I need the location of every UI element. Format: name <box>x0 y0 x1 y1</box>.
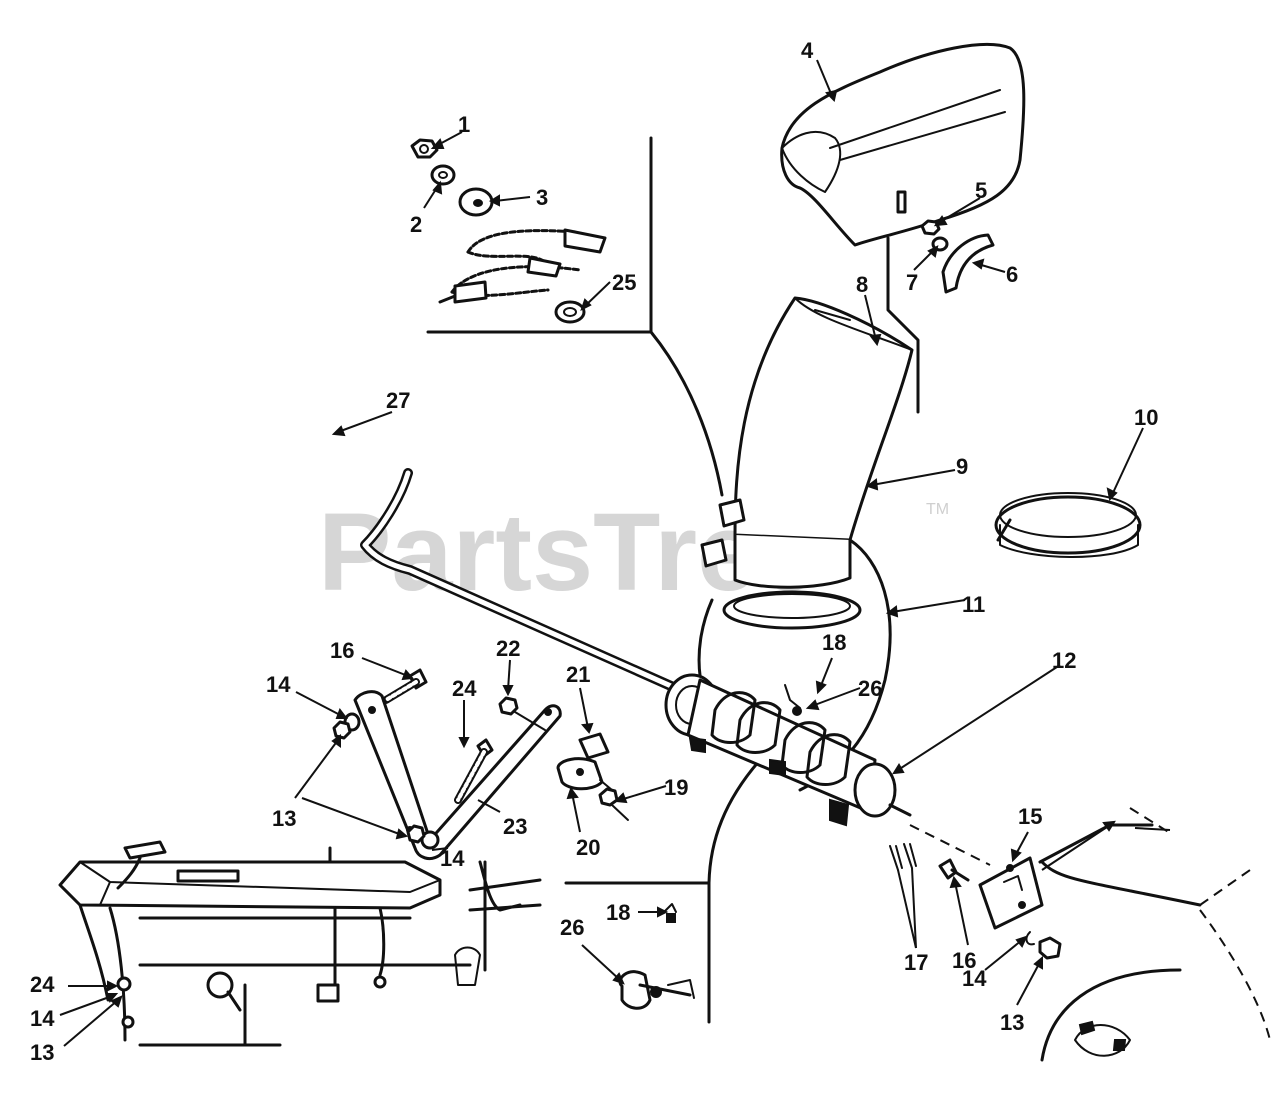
callout-16-right: 16 <box>952 948 976 973</box>
part-26-pin-lower <box>618 970 695 1010</box>
part-9-discharge-chute <box>722 296 914 630</box>
part-16-bolt-left <box>382 668 428 704</box>
part-4-deflector-hood <box>780 42 1026 247</box>
callout-2: 2 <box>410 212 422 237</box>
chain-assembly <box>438 228 607 304</box>
callout-25: 25 <box>612 270 636 295</box>
callout-13-right: 13 <box>1000 1010 1024 1035</box>
callout-17: 17 <box>904 950 928 975</box>
callout-18-upper: 18 <box>822 630 846 655</box>
callout-1: 1 <box>458 112 470 137</box>
callout-24-left: 24 <box>452 676 477 701</box>
part-13-nut-left-bottom <box>406 824 426 844</box>
inset-frame-top <box>426 136 724 497</box>
part-16-bolt-right <box>938 858 970 882</box>
callout-27: 27 <box>386 388 410 413</box>
part-20-block <box>556 757 613 791</box>
part-1-hex-nut <box>410 138 439 159</box>
callout-11: 11 <box>962 592 985 617</box>
callout-labels: 1 2 3 4 5 6 7 8 9 10 11 12 13 13 13 14 1… <box>30 38 1158 1065</box>
part-15-bracket-plate <box>978 856 1044 930</box>
callout-8: 8 <box>856 272 868 297</box>
watermark-tm: TM <box>926 501 949 518</box>
lower-left-machine <box>58 840 542 1047</box>
callout-23: 23 <box>503 814 527 839</box>
part-14-washer-right <box>1025 931 1035 946</box>
part-13-nut-left-top <box>332 720 352 740</box>
callout-6: 6 <box>1006 262 1018 287</box>
leader-lines <box>59 59 1171 1047</box>
callout-5: 5 <box>975 178 987 203</box>
part-2-lock-washer <box>430 164 456 186</box>
part-24-bolt-left <box>454 738 494 804</box>
callout-14-left-top: 14 <box>266 672 291 697</box>
inset-frame-bottom <box>564 758 762 1024</box>
crank-rod <box>360 468 685 695</box>
part-13-nut-right <box>1038 936 1062 960</box>
frame-outline-right <box>1038 823 1271 1062</box>
part-27-hook-rod <box>260 429 325 533</box>
part-18-clip-lower <box>663 903 677 923</box>
part-25-grommet <box>554 300 586 324</box>
callout-15: 15 <box>1018 804 1042 829</box>
part-23-bracket-arm <box>353 690 562 860</box>
part-3-washer <box>458 187 494 217</box>
callout-19: 19 <box>664 775 688 800</box>
part-21-bushing <box>578 732 610 760</box>
part-10-ring-clamp <box>994 492 1142 558</box>
callout-3: 3 <box>536 185 548 210</box>
callout-13-inset: 13 <box>30 1040 54 1065</box>
worm-gear-assembly <box>664 673 912 827</box>
part-5-nut <box>920 219 941 236</box>
callout-12: 12 <box>1052 648 1076 673</box>
callout-14-inset: 14 <box>30 1006 55 1031</box>
callout-18-lower: 18 <box>606 900 630 925</box>
callout-21: 21 <box>566 662 590 687</box>
callout-4: 4 <box>801 38 814 63</box>
part-17-cotter-pins <box>889 843 917 871</box>
part-22-nut <box>498 696 546 731</box>
callout-14-left-bottom: 14 <box>440 846 465 871</box>
callout-16-left: 16 <box>330 638 354 663</box>
callout-7: 7 <box>906 270 918 295</box>
callout-26-lower: 26 <box>560 915 584 940</box>
callout-14-right: 14 <box>962 966 987 991</box>
part-6-bracket <box>941 233 995 294</box>
callout-10: 10 <box>1134 405 1158 430</box>
callout-22: 22 <box>496 636 520 661</box>
chute-hardware <box>700 498 746 568</box>
callout-26-upper: 26 <box>858 676 882 701</box>
callout-9: 9 <box>956 454 968 479</box>
callout-24-inset: 24 <box>30 972 55 997</box>
callout-13-left: 13 <box>272 806 296 831</box>
callout-20: 20 <box>576 835 600 860</box>
